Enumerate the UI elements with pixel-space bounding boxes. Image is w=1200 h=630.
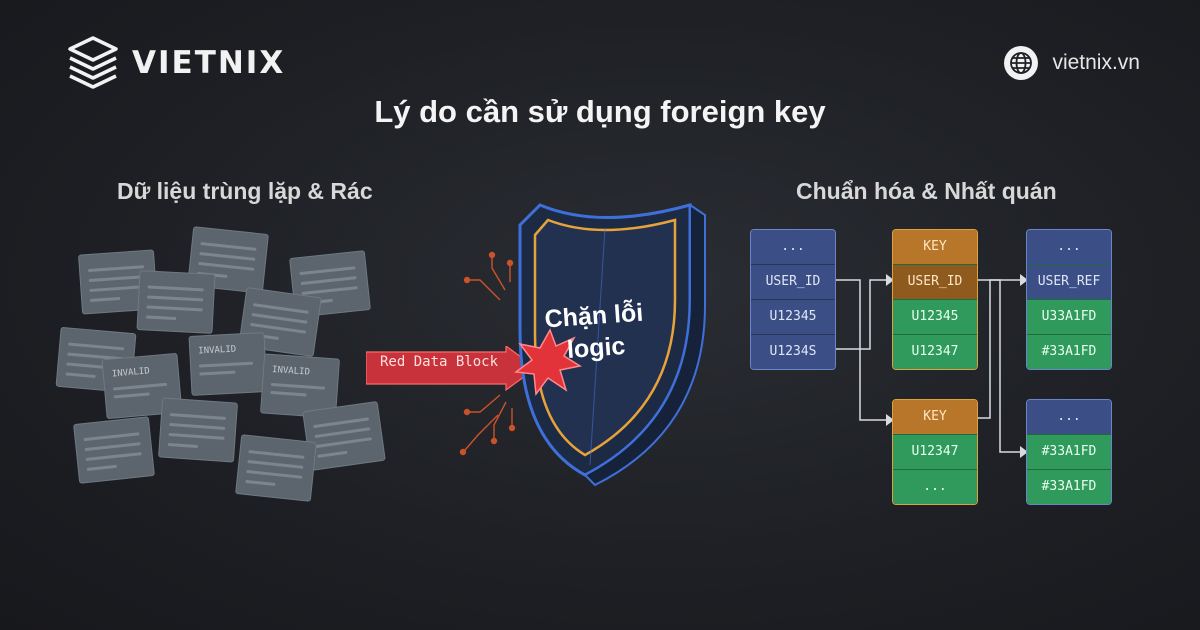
table-cell: ... xyxy=(893,469,977,504)
brand-logo: VIETNIX xyxy=(64,34,285,92)
red-data-block: Red Data Block xyxy=(365,344,566,401)
table-cell: USER_ID xyxy=(893,264,977,299)
shield-label: Chặn lỗi logic xyxy=(538,296,652,368)
table-cell: USER_REF xyxy=(1027,264,1111,299)
table-mid-bottom: KEY U12347 ... xyxy=(892,399,978,505)
relationship-arrows xyxy=(835,279,1020,453)
server-stack-icon xyxy=(68,36,118,89)
table-right-top: ... USER_REF U33A1FD #33A1FD xyxy=(1026,229,1112,370)
table-cell: USER_ID xyxy=(751,264,835,299)
page-title: Lý do cần sử dụng foreign key xyxy=(374,94,826,129)
table-header: KEY xyxy=(893,400,977,434)
table-cell: U12347 xyxy=(893,434,977,469)
table-header: ... xyxy=(1027,230,1111,264)
table-header: ... xyxy=(1027,400,1111,434)
table-cell: U12345 xyxy=(893,299,977,334)
red-data-block-label: Red Data Block xyxy=(380,354,499,370)
right-heading: Chuẩn hóa & Nhất quán xyxy=(796,178,1057,204)
table-cell: #33A1FD xyxy=(1027,469,1111,504)
site-link[interactable]: vietnix.vn xyxy=(1004,46,1140,80)
table-header: KEY xyxy=(893,230,977,264)
red-arrow-icon xyxy=(365,344,538,392)
impact-burst xyxy=(514,328,582,396)
table-right-bottom: ... #33A1FD #33A1FD xyxy=(1026,399,1112,505)
circuit-lines xyxy=(459,251,516,456)
table-cell: U1234S xyxy=(751,334,835,369)
table-left: ... USER_ID U12345 U1234S xyxy=(750,229,836,370)
table-cell: U33A1FD xyxy=(1027,299,1111,334)
brand-name: VIETNIX xyxy=(132,45,286,81)
left-heading: Dữ liệu trùng lặp & Rác xyxy=(117,178,373,204)
table-cell: #33A1FD xyxy=(1027,434,1111,469)
site-url: vietnix.vn xyxy=(1052,51,1140,74)
globe-icon xyxy=(1004,46,1039,80)
table-cell: ... xyxy=(751,230,835,264)
table-cell: U12347 xyxy=(893,334,977,369)
table-mid-top: KEY USER_ID U12345 U12347 xyxy=(892,229,978,370)
table-cell: #33A1FD xyxy=(1027,334,1111,369)
table-cell: U12345 xyxy=(751,299,835,334)
